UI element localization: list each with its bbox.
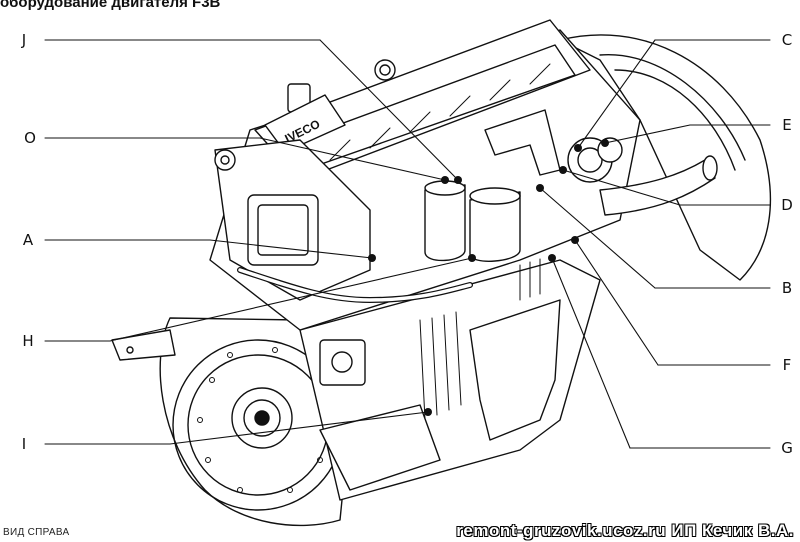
leader-g — [551, 257, 631, 449]
leader-f — [574, 239, 659, 366]
diagram-title: оборудование двигателя F3B — [0, 0, 221, 11]
engine-mount — [111, 329, 176, 361]
leader-a — [209, 239, 373, 259]
fuel-filter — [424, 180, 521, 262]
view-caption: ВИД СПРАВА — [3, 527, 70, 538]
leader-j — [319, 39, 459, 181]
callout-label-f: F — [782, 356, 792, 374]
dot-o — [441, 176, 449, 184]
callout-label-b: B — [781, 279, 793, 297]
callout-label-i: I — [21, 435, 27, 453]
dot-h — [468, 254, 476, 262]
mounting-bracket — [484, 109, 561, 176]
leader-o — [259, 137, 446, 181]
leader-lines — [44, 39, 771, 449]
dot-a — [368, 254, 376, 262]
coolant-hose — [237, 267, 473, 303]
watermark: remont-gruzovik.ucoz.ru ИП Кечик В.А. — [456, 521, 794, 540]
callout-label-d: D — [781, 196, 793, 214]
callout-label-j: J — [21, 31, 27, 49]
callout-label-e: E — [782, 116, 792, 134]
leader-d — [562, 169, 681, 206]
callout-label-o: O — [24, 129, 36, 147]
dot-i — [424, 408, 432, 416]
leader-b — [539, 187, 656, 289]
dot-b — [536, 184, 544, 192]
dot-j — [454, 176, 462, 184]
intake-manifold — [214, 139, 371, 301]
callout-label-h: H — [22, 332, 34, 350]
dot-c — [574, 144, 582, 152]
callout-dots — [368, 139, 609, 416]
callout-label-g: G — [781, 439, 793, 457]
callout-label-c: C — [781, 31, 793, 49]
gearbox-bellhousing — [559, 34, 772, 281]
dot-g — [548, 254, 556, 262]
outlet-pipe — [599, 155, 718, 216]
leader-i — [169, 411, 429, 445]
leader-h — [109, 257, 473, 342]
leader-e — [604, 124, 691, 144]
flywheel-housing — [159, 317, 346, 527]
dot-f — [571, 236, 579, 244]
dot-d — [559, 166, 567, 174]
callout-label-a: A — [22, 231, 34, 249]
starter-motor — [319, 339, 441, 491]
leader-c — [577, 39, 656, 149]
dot-e — [601, 139, 609, 147]
